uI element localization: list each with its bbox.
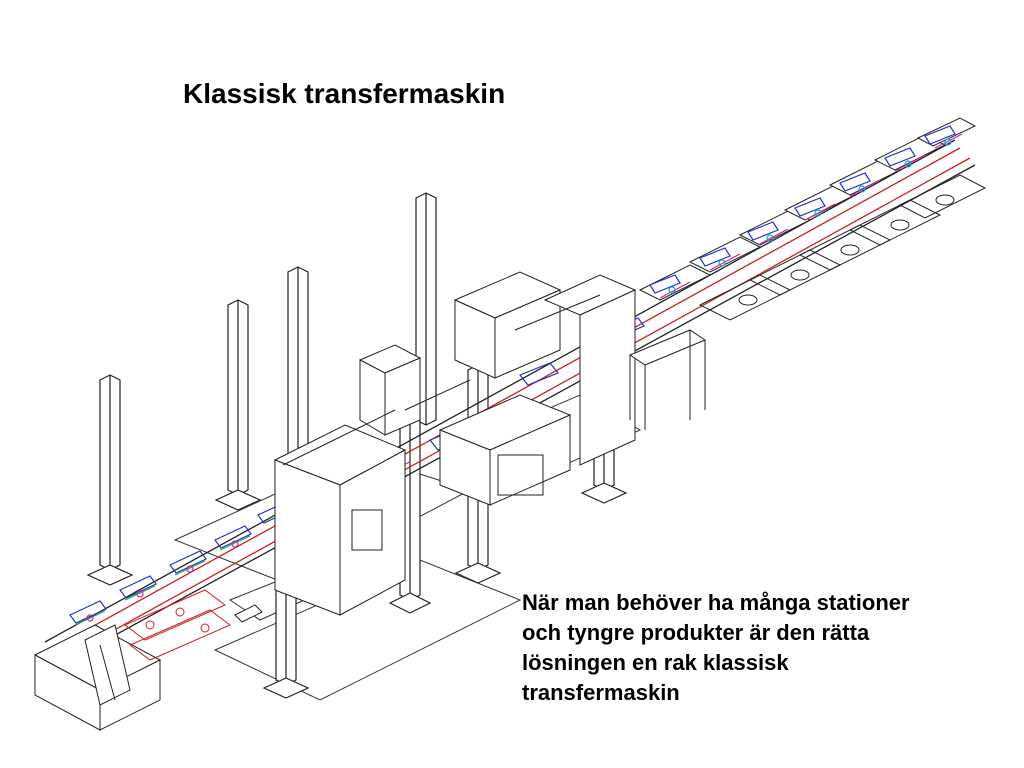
- center-machines: [273, 271, 707, 616]
- caption-text: När man behöver ha många stationer och t…: [522, 588, 1002, 708]
- stations-upper: [638, 117, 987, 321]
- caption-line: När man behöver ha många stationer: [522, 590, 910, 615]
- end-fixture: [33, 589, 263, 731]
- caption-line: och tyngre produkter är den rätta: [522, 620, 870, 645]
- tooling-clusters: [69, 125, 963, 626]
- slide-title: Klassisk transfermaskin: [183, 78, 506, 109]
- caption-line: transfermaskin: [522, 680, 680, 705]
- caption-line: lösningen en rak klassisk: [522, 650, 789, 675]
